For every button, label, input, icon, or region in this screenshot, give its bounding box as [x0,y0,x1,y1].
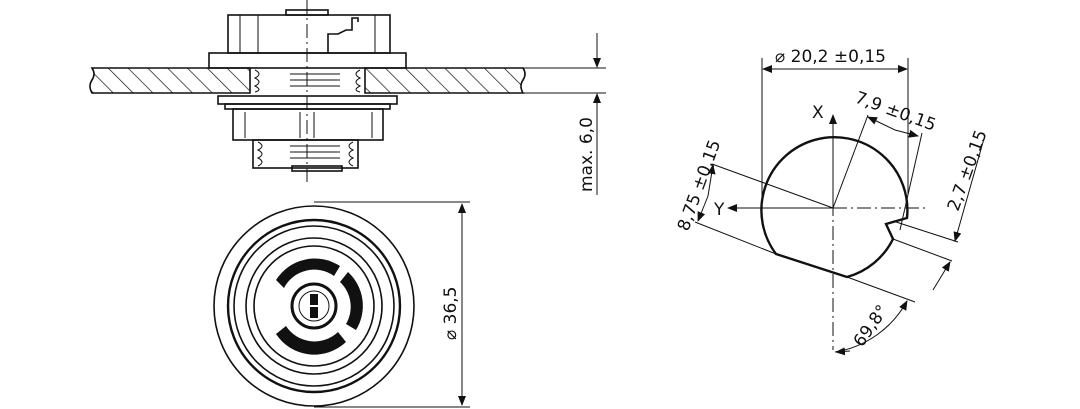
angle-label: 69,8° [850,301,893,350]
outer-ring [213,205,415,407]
diameter-dimension: ⌀ 36,5 [314,201,470,408]
cap-body [227,14,391,54]
nut [232,108,384,141]
thread-upper [253,69,362,93]
flange [208,52,407,69]
cam-outline [760,136,909,279]
thickness-dimension: max. 6,0 [523,33,606,195]
panel-right [364,67,526,94]
thickness-label: max. 6,0 [577,117,597,192]
panel-left [89,67,251,94]
cam-profile: X Y ⌀ 20,2 ±0,15 7,9 ±0,15 8,75 ±0,15 2,… [674,47,992,356]
axis-y-label: Y [713,200,725,220]
side-view: max. 6,0 [89,0,606,195]
tab-label: 2,7 ±0,15 [944,127,992,213]
front-view: ⌀ 36,5 [213,201,470,408]
thread-lower [252,139,359,172]
axis-x-label: X [812,103,824,123]
diameter-label: ⌀ 36,5 [441,287,461,341]
radius-label: 7,9 ±0,15 [852,88,938,136]
diameter-label: ⌀ 20,2 ±0,15 [775,47,886,67]
contact-segment [276,258,340,288]
